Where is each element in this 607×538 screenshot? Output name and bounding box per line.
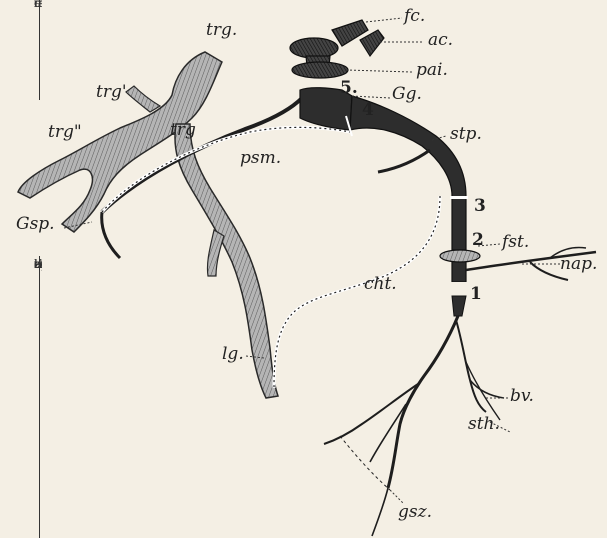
label-fst: fst. xyxy=(502,234,529,251)
leader-fc xyxy=(366,18,402,22)
label-trg: trg. xyxy=(206,22,237,39)
label-fc: fc. xyxy=(404,8,425,25)
label-psm: psm. xyxy=(240,150,281,167)
facial-branch-tail xyxy=(372,488,388,536)
facial-branch-right xyxy=(456,320,486,412)
foramen-ellipse xyxy=(440,250,480,262)
gsz-dashed-line xyxy=(340,436,390,490)
label-gg: Gg. xyxy=(392,86,422,103)
facial-canal xyxy=(360,30,384,56)
label-sth: sth. xyxy=(468,416,500,433)
segment-number-3: 3 xyxy=(474,198,486,215)
chorda-tympani-overlay xyxy=(274,196,440,388)
facial-branch-left-2 xyxy=(370,404,406,462)
trigeminal-branch-prime xyxy=(126,86,160,112)
segment-number-5: 5. xyxy=(340,80,358,97)
facial-lower-trunk xyxy=(388,316,458,488)
segment-number-4: 4 xyxy=(362,102,374,119)
leader-pai xyxy=(346,70,412,72)
petrosal-descending-tip xyxy=(102,212,120,258)
lingual-side-branch xyxy=(207,230,224,276)
label-trg-inner: trg xyxy=(170,122,196,139)
label-cht: cht. xyxy=(364,276,397,293)
segment-number-1: 1 xyxy=(470,286,482,303)
stapedius-branch xyxy=(378,150,430,172)
pai-ring xyxy=(292,62,348,78)
chorda-tympani xyxy=(274,196,440,388)
label-nap: nap. xyxy=(560,256,597,273)
label-ac: ac. xyxy=(428,32,453,49)
label-lg: lg. xyxy=(222,346,244,363)
facial-trunk-exit xyxy=(452,296,466,316)
label-trg-double: trg" xyxy=(48,124,82,141)
label-bv: bv. xyxy=(510,388,534,405)
canal-marker-1 xyxy=(450,282,468,294)
internal-auditory-ring xyxy=(290,38,338,58)
segment-number-2: 2 xyxy=(472,232,484,249)
label-gsp: Gsp. xyxy=(16,216,55,233)
label-pai: pai. xyxy=(416,62,448,79)
label-stp: stp. xyxy=(450,126,482,143)
label-trg-prime: trg' xyxy=(96,84,127,101)
label-gsz: gsz. xyxy=(398,504,432,521)
canal-marker-3 xyxy=(450,196,468,199)
